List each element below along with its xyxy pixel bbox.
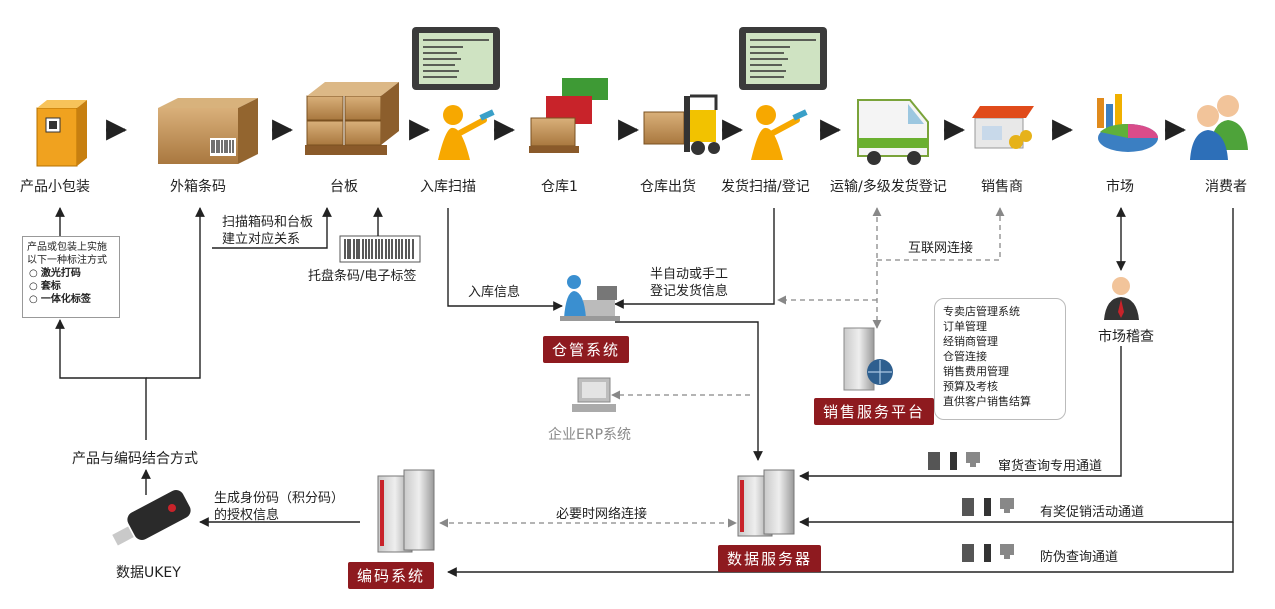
warehouse-label: 仓库1 — [541, 179, 578, 195]
inbound-info-label: 入库信息 — [468, 285, 521, 300]
erp-system-label: 企业ERP系统 — [548, 427, 632, 443]
forklift-icon — [643, 94, 720, 155]
data-server-label: 数据服务器 — [718, 545, 822, 572]
delivery-van-icon — [857, 99, 929, 165]
scanner-person-icon — [751, 105, 808, 160]
solid-connectors — [55, 207, 1234, 577]
market-chart-icon — [1097, 94, 1158, 152]
pallet-label: 台板 — [330, 179, 358, 195]
legend-title: 产品或包装上实施 — [27, 242, 107, 253]
platform-features-box: 专卖店管理系统 订单管理 经销商管理 仓管连接 销售费用管理 预算及考核 直供客… — [934, 298, 1066, 420]
distributor-label: 销售商 — [981, 179, 1023, 195]
network-connection-label: 必要时网络连接 — [556, 507, 648, 522]
ship-scan-label: 发货扫描/登记 — [721, 179, 810, 195]
marking-methods-box: 产品或包装上实施 以下一种标注方式 激光打码 套标 一体化标签 — [22, 236, 120, 318]
warehouse-out-label: 仓库出货 — [640, 179, 696, 195]
warehouse-clerk-icon — [560, 275, 620, 321]
erp-computer-icon — [572, 377, 616, 412]
inspector-icon — [1104, 277, 1139, 320]
internet-label: 互联网连接 — [908, 241, 974, 256]
legend-option-sleeve: 套标 — [29, 280, 115, 293]
consumer-icon — [1190, 95, 1248, 160]
platform-feature: 仓管连接 — [943, 350, 987, 363]
channel-diversion-label: 窜货查询专用通道 — [998, 459, 1103, 474]
consumer-label: 消费者 — [1205, 179, 1247, 195]
package-icon — [36, 100, 87, 167]
legend-title: 以下一种标注方式 — [27, 255, 107, 266]
handheld-screen-icon — [412, 27, 500, 90]
platform-feature: 直供客户销售结算 — [943, 395, 1031, 408]
carton-pallet-note: 扫描箱码和台板 建立对应关系 — [222, 215, 314, 247]
ship-info-note: 半自动或手工 登记发货信息 — [650, 267, 729, 299]
scanner-person-icon — [438, 105, 495, 160]
carton-box-icon — [158, 98, 258, 164]
inbound-scan-label: 入库扫描 — [420, 179, 476, 195]
pallet-barcode-icon — [339, 235, 421, 263]
auth-info-note: 生成身份码（积分码） 的授权信息 — [214, 491, 345, 523]
legend-option-label: 一体化标签 — [29, 293, 115, 306]
channel-promotion-label: 有奖促销活动通道 — [1040, 505, 1145, 520]
transport-label: 运输/多级发货登记 — [830, 179, 947, 195]
platform-feature: 订单管理 — [943, 320, 987, 333]
usb-key-icon — [112, 490, 191, 546]
platform-feature: 经销商管理 — [943, 335, 998, 348]
sales-platform-label: 销售服务平台 — [814, 398, 935, 425]
combine-method-label: 产品与编码结合方式 — [72, 451, 198, 467]
coding-server-icon — [377, 469, 435, 553]
package-label: 产品小包装 — [20, 179, 90, 195]
warehouse-stack-icon — [529, 78, 608, 153]
dashed-connectors — [439, 207, 1005, 528]
platform-server-icon — [843, 327, 893, 391]
channel-devices-icon — [928, 452, 1014, 562]
data-server-icon — [737, 469, 795, 537]
shop-icon — [972, 106, 1034, 149]
ukey-label: 数据UKEY — [116, 565, 181, 581]
pallet-icon — [305, 82, 399, 155]
legend-option-laser: 激光打码 — [29, 267, 115, 280]
platform-feature: 销售费用管理 — [943, 365, 1009, 378]
channel-antifake-label: 防伪查询通道 — [1040, 550, 1119, 565]
pallet-tag-label: 托盘条码/电子标签 — [308, 269, 417, 284]
platform-feature: 专卖店管理系统 — [943, 305, 1020, 318]
wms-system-label: 仓管系统 — [543, 336, 630, 363]
carton-label: 外箱条码 — [170, 179, 226, 195]
platform-feature: 预算及考核 — [943, 380, 998, 393]
market-inspect-label: 市场稽查 — [1098, 329, 1154, 345]
barcode-icon — [210, 138, 236, 156]
market-label: 市场 — [1106, 179, 1134, 195]
coding-system-label: 编码系统 — [348, 562, 435, 589]
handheld-screen-icon — [739, 27, 827, 90]
